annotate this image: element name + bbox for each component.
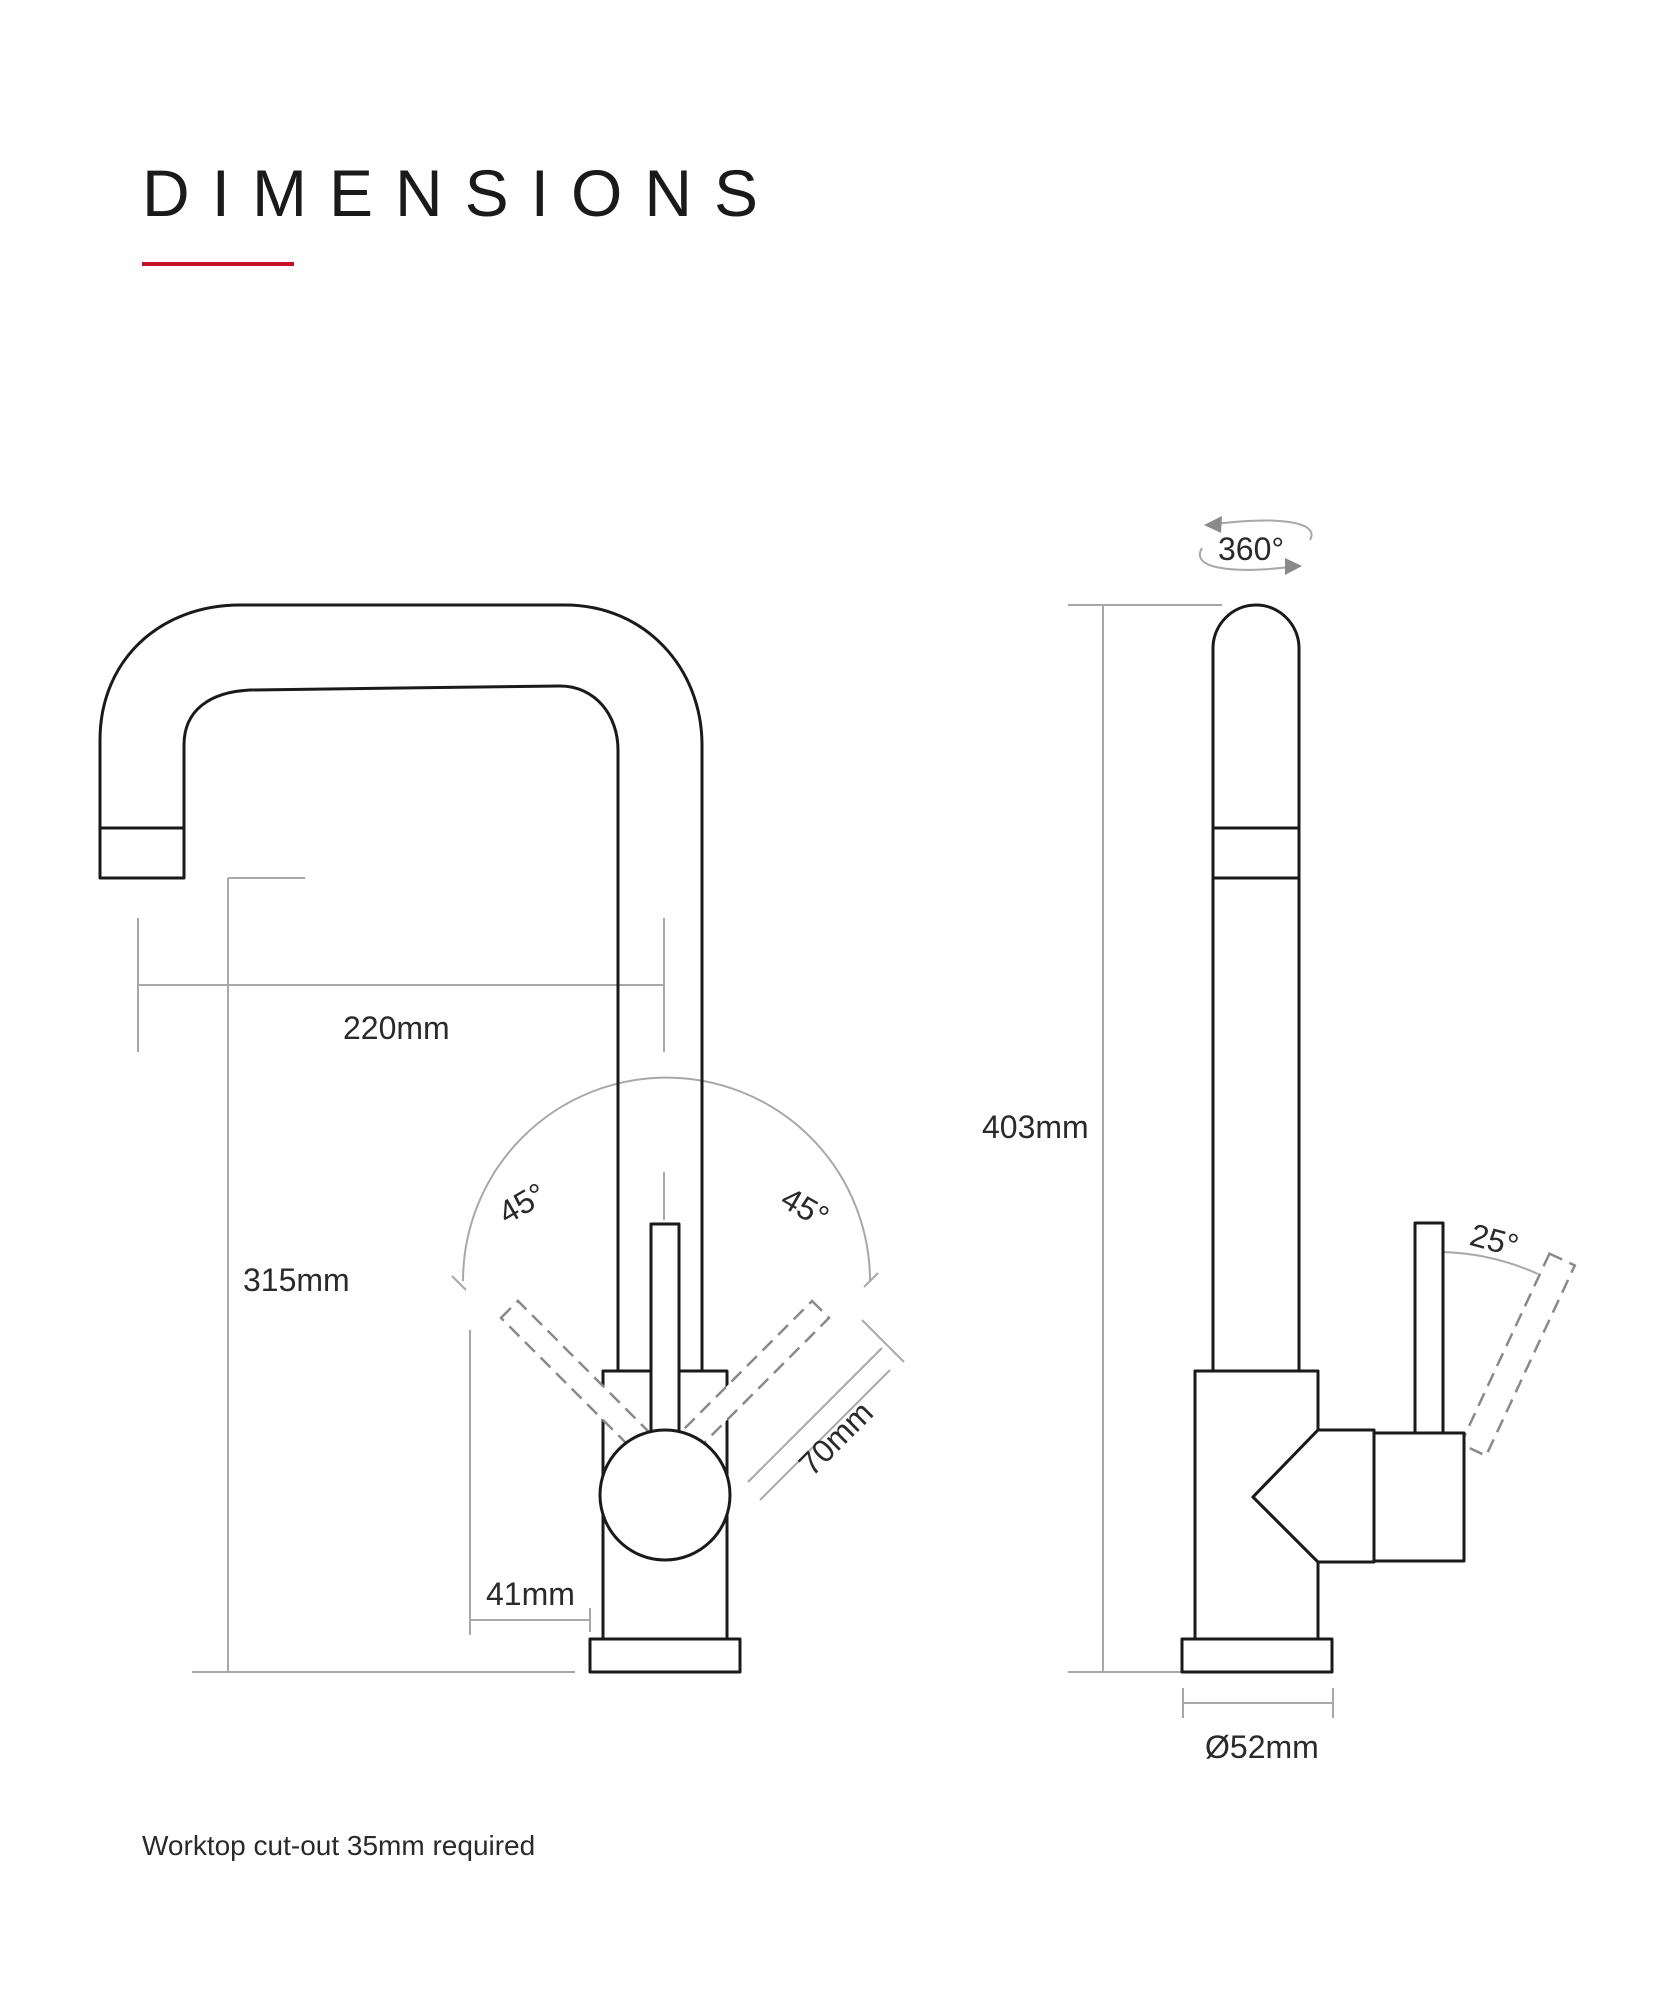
handle-length-label: 70mm	[792, 1394, 880, 1482]
side-aerator	[1211, 826, 1301, 880]
handle-angle-left-label: 45°	[492, 1176, 552, 1231]
side-spout-column	[1211, 603, 1301, 1371]
rotation-label: 360°	[1218, 531, 1284, 567]
front-dimension-lines	[137, 877, 905, 1673]
side-view: 360°	[982, 516, 1577, 1765]
side-handle-block	[1372, 1431, 1466, 1563]
body-offset-label: 41mm	[486, 1576, 575, 1612]
side-base-plate	[1180, 1637, 1334, 1674]
page-title: DIMENSIONS	[142, 156, 781, 230]
spout-height-label: 315mm	[243, 1262, 350, 1298]
front-view: 220mm 315mm 45° 45° 70mm 41mm	[98, 603, 905, 1674]
side-cartridge-housing	[1251, 1428, 1376, 1564]
side-handle-ghost	[1459, 1251, 1577, 1458]
footer-note: Worktop cut-out 35mm required	[142, 1830, 536, 1861]
spout-reach-label: 220mm	[343, 1010, 450, 1046]
handle-angle-right-label: 45°	[775, 1180, 835, 1235]
front-aerator	[98, 826, 186, 880]
front-handle-hub	[598, 1428, 732, 1562]
handle-tilt-label: 25°	[1466, 1216, 1522, 1263]
side-handle-lever	[1413, 1221, 1445, 1435]
front-base-plate	[588, 1637, 742, 1674]
title-accent-rule	[142, 262, 294, 266]
front-spout-outline	[98, 603, 704, 1372]
total-height-label: 403mm	[982, 1109, 1089, 1145]
rotation-arrows-icon	[1199, 516, 1313, 575]
base-diameter-label: Ø52mm	[1205, 1729, 1319, 1765]
front-handle-lever	[649, 1222, 681, 1454]
